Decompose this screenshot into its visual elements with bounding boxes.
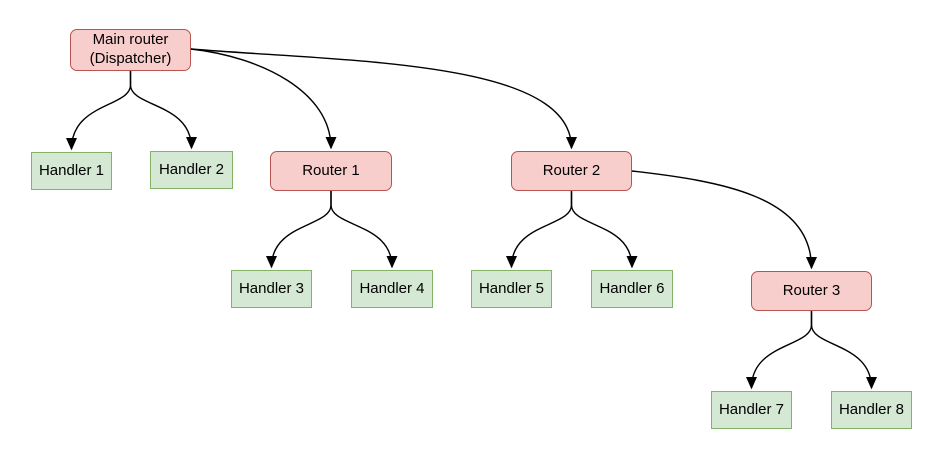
node-main-router-label: Main router <box>92 31 169 49</box>
edge-router-2-to-handler-5 <box>505 191 573 269</box>
node-handler-3-label: Handler 3 <box>238 279 305 297</box>
edge-main-router-to-router-2 <box>190 48 578 150</box>
edge-main-router-to-router-1 <box>190 48 337 150</box>
node-router-2-label: Router 2 <box>542 161 601 179</box>
node-handler-6-label: Handler 6 <box>599 279 665 297</box>
node-main-router: Main router(Dispatcher) <box>70 29 191 71</box>
node-handler-4-label: Handler 4 <box>359 279 425 297</box>
node-handler-8: Handler 8 <box>831 391 912 429</box>
edge-router-1-to-handler-3 <box>265 191 332 269</box>
node-handler-6: Handler 6 <box>591 270 673 308</box>
edge-router-3-to-handler-7 <box>745 311 813 390</box>
node-handler-8-label: Handler 8 <box>838 400 905 418</box>
node-handler-4: Handler 4 <box>351 270 433 308</box>
node-handler-5: Handler 5 <box>471 270 552 308</box>
node-router-1-label: Router 1 <box>302 161 360 179</box>
node-main-router-label: (Dispatcher) <box>89 50 172 67</box>
node-router-1: Router 1 <box>270 151 392 191</box>
node-router-2: Router 2 <box>511 151 632 191</box>
node-handler-1: Handler 1 <box>31 152 112 190</box>
edge-main-router-to-handler-2 <box>129 71 198 150</box>
node-handler-7: Handler 7 <box>711 391 792 429</box>
node-handler-1-label: Handler 1 <box>38 161 105 179</box>
edge-router-2-to-handler-6 <box>570 191 638 269</box>
edge-main-router-to-handler-1 <box>65 71 132 151</box>
node-router-3-label: Router 3 <box>782 281 841 299</box>
node-router-3: Router 3 <box>751 271 872 311</box>
node-handler-3: Handler 3 <box>231 270 312 308</box>
edge-router-2-to-router-3 <box>631 170 818 270</box>
node-handler-2: Handler 2 <box>150 151 233 189</box>
edge-router-1-to-handler-4 <box>330 191 398 269</box>
node-handler-2-label: Handler 2 <box>158 160 225 178</box>
node-handler-5-label: Handler 5 <box>478 279 545 297</box>
edge-router-3-to-handler-8 <box>810 311 878 390</box>
node-handler-7-label: Handler 7 <box>718 400 785 418</box>
